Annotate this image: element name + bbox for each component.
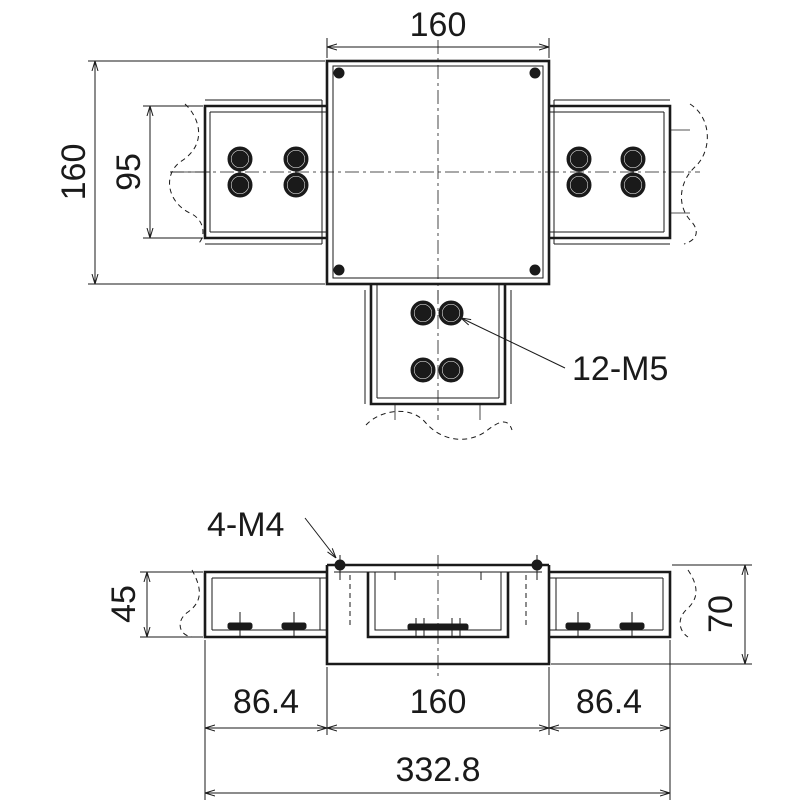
side-nut-group xyxy=(407,618,469,636)
dim-left-height-label: 45 xyxy=(105,585,143,623)
m5-hole-pair xyxy=(410,300,464,326)
dim-inner-height: 95 xyxy=(110,105,203,239)
top-view: 160 160 95 12-M5 xyxy=(55,6,708,440)
dim-horizontal-chain: 86.4 160 86.4 332.8 xyxy=(204,640,671,800)
callout-m4-label: 4-M4 xyxy=(207,506,284,544)
dim-center-width-label: 160 xyxy=(410,683,467,721)
dim-top-width-label: 160 xyxy=(410,6,467,44)
side-view: 4-M4 45 70 86.4 160 86 xyxy=(105,506,752,800)
dim-right-width-label: 86.4 xyxy=(576,683,642,721)
dim-top-width: 160 xyxy=(326,6,550,58)
callout-m5: 12-M5 xyxy=(461,318,668,388)
dim-outer-height-label: 160 xyxy=(55,144,93,201)
m5-hole-pair xyxy=(620,146,646,198)
dim-right-height: 70 xyxy=(551,564,752,665)
dim-left-width-label: 86.4 xyxy=(233,683,299,721)
m5-hole-pair xyxy=(410,357,464,383)
corner-screw xyxy=(333,264,345,276)
side-nut-group xyxy=(227,612,307,636)
bottom-arm xyxy=(364,284,513,440)
corner-screw xyxy=(529,264,541,276)
dim-outer-height: 160 xyxy=(55,60,325,285)
callout-m4: 4-M4 xyxy=(207,506,336,558)
m5-hole-pair xyxy=(566,146,592,198)
corner-screw xyxy=(333,67,345,79)
dim-inner-height-label: 95 xyxy=(110,153,148,191)
dim-total-width-label: 332.8 xyxy=(395,751,480,789)
side-nut-group xyxy=(565,612,645,636)
m5-hole-pair xyxy=(227,146,253,198)
corner-screw xyxy=(529,67,541,79)
side-center-channel xyxy=(325,555,551,680)
m5-hole-group xyxy=(227,146,646,383)
dim-right-height-label: 70 xyxy=(702,595,740,633)
left-arm xyxy=(169,99,327,245)
side-left-arm xyxy=(179,569,327,639)
side-right-arm xyxy=(549,569,697,639)
right-arm xyxy=(549,99,708,245)
callout-m5-label: 12-M5 xyxy=(572,350,668,388)
center-box xyxy=(170,40,700,300)
m5-hole-pair xyxy=(283,146,309,198)
dim-left-height: 45 xyxy=(105,571,203,638)
